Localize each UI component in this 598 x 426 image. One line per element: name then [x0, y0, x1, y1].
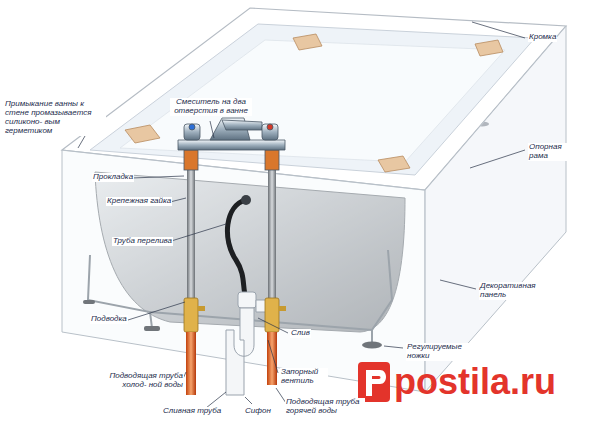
part-label: Регулируемые ножки: [406, 343, 470, 361]
part-label: Прокладка: [92, 173, 134, 182]
part-label: Подводка: [90, 315, 128, 324]
note-label: Примыкание ванны к стене промазывается с…: [4, 100, 106, 136]
part-label: Декоративная панель: [479, 282, 543, 300]
part-label: Труба перелива: [112, 237, 173, 246]
part-label: Подводящая труба горячей воды: [285, 398, 365, 416]
part-label: Сифон: [244, 407, 272, 416]
part-label: Подводящая труба холод- ной воды: [106, 372, 184, 390]
part-label: Запорный вентиль: [280, 368, 328, 386]
watermark: postila.ru: [394, 364, 556, 400]
part-label: Кромка: [528, 33, 557, 42]
part-label: Сливная труба: [162, 407, 222, 416]
part-label: Крепежная гайка: [106, 197, 172, 206]
part-label: Слив: [290, 329, 311, 338]
part-label: Смеситель на два отверстия в ванне: [170, 98, 252, 116]
part-label: Опорная рама: [528, 143, 572, 161]
